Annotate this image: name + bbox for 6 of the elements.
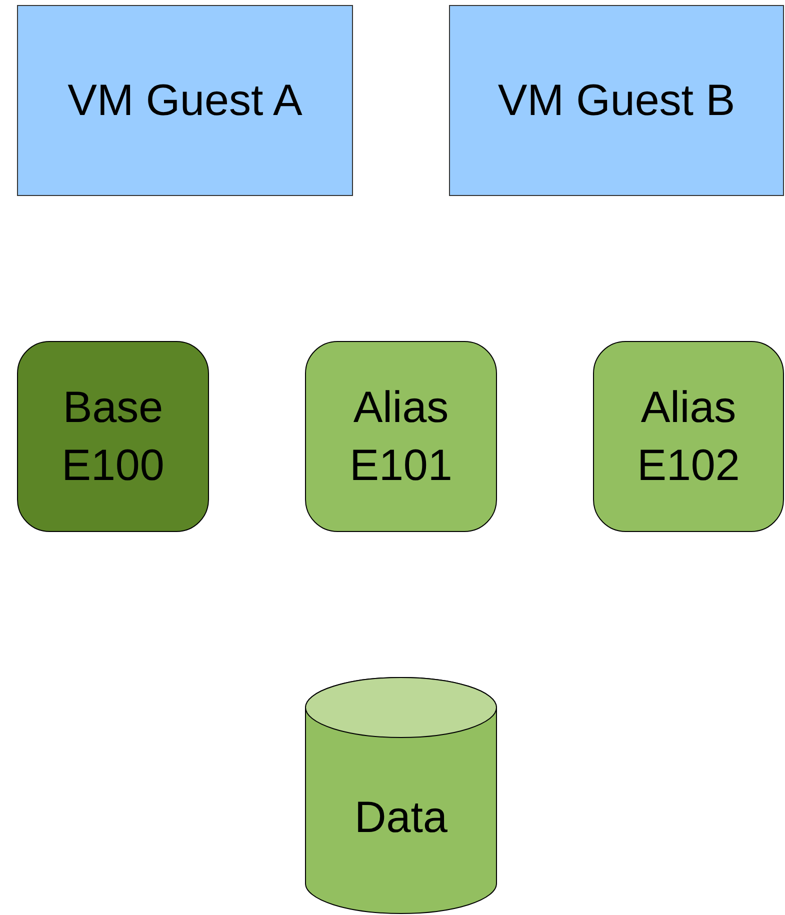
- node-label: VM Guest A: [68, 74, 302, 127]
- node-label: Base E100: [60, 382, 166, 492]
- node-label: Alias E101: [348, 382, 454, 492]
- node-label: Alias E102: [636, 382, 741, 492]
- node-label: Data: [354, 792, 448, 844]
- node-label: VM Guest B: [498, 74, 736, 127]
